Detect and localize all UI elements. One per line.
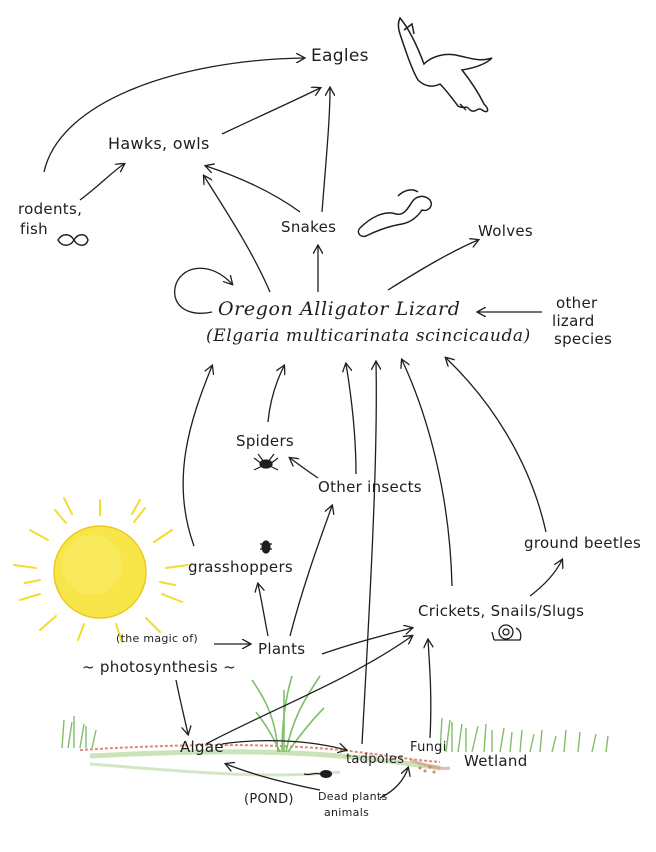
insect-icon [260, 540, 272, 554]
label-grasshoppers: grasshoppers [188, 558, 294, 576]
label-animals: animals [324, 806, 370, 819]
label-wetland: Wetland [464, 752, 528, 770]
label-dead-plants: Dead plants [318, 790, 388, 803]
spider-icon [253, 453, 279, 471]
sun-icon [13, 497, 189, 643]
label-magic-of: (the magic of) [116, 632, 198, 645]
label-snakes: Snakes [281, 218, 337, 236]
label-pond: (POND) [244, 792, 294, 807]
label-tadpoles: tadpoles [346, 752, 405, 767]
eagle-icon [397, 16, 493, 113]
label-fish: fish [20, 220, 48, 238]
label-ground-beetles: ground beetles [524, 534, 642, 552]
label-photosynthesis: ~ photosynthesis ~ [82, 658, 236, 676]
label-spiders: Spiders [236, 432, 295, 450]
grass-plant-icon [251, 675, 325, 753]
label-crickets-snails: Crickets, Snails/Slugs [418, 602, 585, 620]
label-other-lizard-1: other [556, 294, 598, 312]
label-other-lizard-3: species [554, 330, 613, 348]
label-algae: Algae [180, 738, 224, 756]
infinity-icon [57, 234, 89, 246]
label-eagles: Eagles [311, 46, 369, 66]
tadpole-icon [303, 770, 332, 778]
snail-icon [491, 624, 522, 641]
fungi-marks [418, 765, 436, 774]
label-plants: Plants [258, 640, 306, 658]
label-other-lizard-2: lizard [552, 312, 595, 330]
snake-icon [357, 189, 433, 238]
pond-ground [61, 716, 609, 777]
label-hawks-owls: Hawks, owls [108, 134, 210, 153]
label-wolves: Wolves [478, 222, 534, 240]
label-other-insects: Other insects [318, 478, 422, 496]
label-lizard-scientific: (Elgaria multicarinata scincicauda) [206, 326, 531, 346]
label-rodents: rodents, [18, 200, 83, 218]
label-fungi: Fungi [410, 740, 447, 755]
feeding-arrows [43, 58, 562, 799]
label-lizard-title: Oregon Alligator Lizard [218, 298, 461, 320]
